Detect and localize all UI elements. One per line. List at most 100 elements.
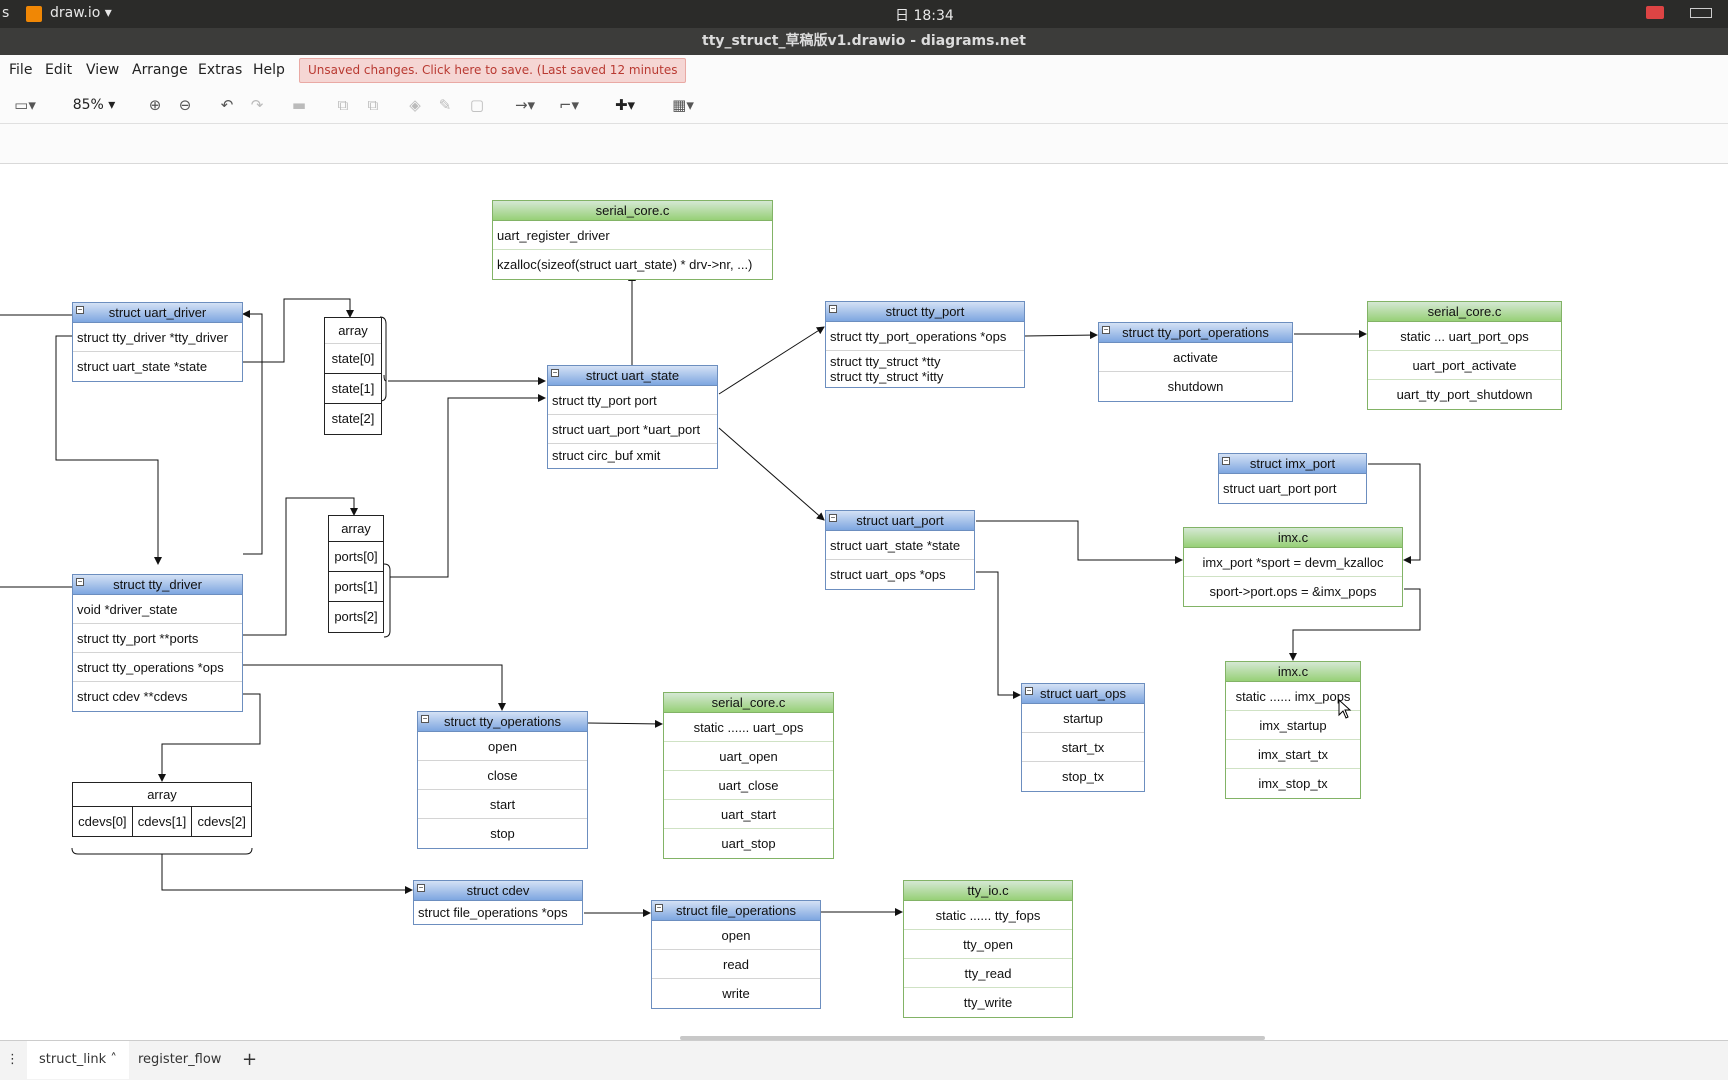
tty-operations-box[interactable]: −struct tty_operations open close start …: [417, 711, 588, 849]
collapse-icon[interactable]: −: [551, 368, 559, 377]
box-row: activate: [1099, 343, 1292, 372]
box-row: uart_register_driver: [493, 221, 772, 250]
box-title-text: struct imx_port: [1249, 456, 1336, 471]
collapse-icon[interactable]: −: [829, 304, 837, 313]
box-title: serial_core.c: [493, 201, 772, 221]
zoom-select[interactable]: 85% ▾: [64, 94, 124, 116]
menu-edit[interactable]: Edit: [45, 62, 73, 78]
box-title: imx.c: [1184, 528, 1402, 548]
box-title: array: [73, 783, 251, 807]
chevron-down-icon: ▾: [104, 5, 112, 21]
horizontal-scrollbar[interactable]: [680, 1036, 1265, 1040]
tty-driver-box[interactable]: −struct tty_driver void *driver_state st…: [72, 574, 243, 712]
box-row: struct tty_operations *ops: [73, 653, 242, 682]
cdev-box[interactable]: −struct cdev struct file_operations *ops: [413, 880, 583, 925]
shadow-icon[interactable]: ▢: [469, 96, 485, 114]
array-cell: cdevs[1]: [133, 807, 193, 836]
serial-core-uart-ops-box[interactable]: serial_core.c static ...... uart_ops uar…: [663, 692, 834, 859]
uart-driver-box[interactable]: −struct uart_driver struct tty_driver *t…: [72, 302, 243, 382]
cdevs-array-box[interactable]: array cdevs[0] cdevs[1] cdevs[2]: [72, 782, 252, 837]
box-title-text: struct file_operations: [676, 903, 796, 918]
tty-io-box[interactable]: tty_io.c static ...... tty_fops tty_open…: [903, 880, 1073, 1018]
box-row: uart_close: [664, 771, 833, 800]
collapse-icon[interactable]: −: [417, 883, 425, 892]
box-row: state[0]: [325, 344, 381, 374]
collapse-icon[interactable]: −: [76, 305, 84, 314]
redo-icon[interactable]: ↷: [250, 96, 264, 114]
array-cell: cdevs[0]: [73, 807, 133, 836]
box-row: static ...... tty_fops: [904, 901, 1072, 930]
box-row: uart_open: [664, 742, 833, 771]
box-row-line: struct tty_struct *tty: [830, 354, 941, 369]
uart-ops-box[interactable]: −struct uart_ops startup start_tx stop_t…: [1021, 683, 1145, 792]
collapse-icon[interactable]: −: [655, 903, 663, 912]
app-menu-button[interactable]: draw.io ▾: [50, 5, 112, 21]
imx-c-probe-box[interactable]: imx.c imx_port *sport = devm_kzalloc spo…: [1183, 527, 1403, 607]
box-title: serial_core.c: [664, 693, 833, 713]
collapse-icon[interactable]: −: [1222, 456, 1230, 465]
box-row: state[1]: [325, 374, 381, 404]
menu-file[interactable]: File: [9, 62, 33, 78]
menu-arrange[interactable]: Arrange: [132, 62, 188, 78]
table-icon[interactable]: ▦▾: [672, 96, 694, 114]
menu-help[interactable]: Help: [253, 62, 285, 78]
tty-port-box[interactable]: −struct tty_port struct tty_port_operati…: [825, 301, 1025, 388]
delete-icon[interactable]: ▬: [291, 96, 307, 114]
insert-icon[interactable]: ✚▾: [614, 96, 636, 114]
imx-c-pops-box[interactable]: imx.c static ...... imx_pops imx_startup…: [1225, 661, 1361, 799]
pages-menu-icon[interactable]: ⋮: [6, 1052, 19, 1067]
uart-state-box[interactable]: −struct uart_state struct tty_port port …: [547, 365, 718, 469]
file-operations-box[interactable]: −struct file_operations open read write: [651, 900, 821, 1009]
box-title-text: struct uart_driver: [108, 305, 207, 320]
line-color-icon[interactable]: ✎: [438, 96, 452, 114]
zoom-in-icon[interactable]: ⊕: [148, 96, 162, 114]
serial-core-port-box[interactable]: serial_core.c static ... uart_port_ops u…: [1367, 301, 1562, 410]
box-title: serial_core.c: [1368, 302, 1561, 322]
unsaved-changes-banner[interactable]: Unsaved changes. Click here to save. (La…: [299, 58, 686, 100]
screen-record-icon[interactable]: [1646, 6, 1664, 19]
box-row: uart_stop: [721, 836, 776, 851]
undo-icon[interactable]: ↶: [220, 96, 234, 114]
connection-style-icon[interactable]: →▾: [514, 96, 536, 114]
collapse-icon[interactable]: −: [76, 577, 84, 586]
menu-extras[interactable]: Extras: [198, 62, 243, 78]
box-row: ports[1]: [329, 572, 383, 602]
imx-port-box[interactable]: −struct imx_port struct uart_port port: [1218, 453, 1367, 504]
uart-port-box[interactable]: −struct uart_port struct uart_state *sta…: [825, 510, 975, 590]
tab-struct-link[interactable]: struct_link ˄: [27, 1041, 129, 1079]
window-title: tty_struct_草稿版v1.drawio - diagrams.net: [0, 28, 1728, 55]
collapse-icon[interactable]: −: [829, 513, 837, 522]
box-title: − struct file_operations: [652, 901, 820, 921]
box-row: struct tty_port_operations *ops: [826, 322, 1024, 351]
state-array-box[interactable]: array state[0] state[1] state[2]: [324, 317, 382, 435]
menu-view[interactable]: View: [86, 62, 120, 78]
tab-register-flow[interactable]: register_flow: [126, 1041, 233, 1079]
keyboard-icon[interactable]: [1690, 8, 1712, 18]
box-title: − struct imx_port: [1219, 454, 1366, 474]
box-row: ports[2]: [334, 609, 378, 624]
box-row: struct uart_ops *ops: [830, 567, 946, 582]
box-row: open: [652, 921, 820, 950]
box-title: −struct uart_state: [548, 366, 717, 386]
connector-layer: [0, 273, 1421, 917]
collapse-icon[interactable]: −: [1102, 325, 1110, 334]
diagram-canvas[interactable]: serial_core.c uart_register_driver kzall…: [0, 164, 1728, 1040]
serial-core-register-box[interactable]: serial_core.c uart_register_driver kzall…: [492, 200, 773, 280]
ports-array-box[interactable]: array ports[0] ports[1] ports[2]: [328, 515, 384, 633]
box-row: stop: [490, 826, 515, 841]
box-title: −struct uart_ops: [1022, 684, 1144, 704]
collapse-icon[interactable]: −: [421, 714, 429, 723]
box-row: tty_read: [904, 959, 1072, 988]
tty-port-operations-box[interactable]: −struct tty_port_operations activate shu…: [1098, 322, 1293, 402]
panel-toggle-icon[interactable]: ▭▾: [14, 96, 36, 114]
waypoints-icon[interactable]: ⌐▾: [558, 96, 580, 114]
to-back-icon[interactable]: ⧉: [367, 96, 379, 114]
zoom-out-icon[interactable]: ⊖: [178, 96, 192, 114]
box-row: open: [418, 732, 587, 761]
add-page-icon[interactable]: +: [242, 1049, 258, 1070]
box-row: struct tty_struct *tty struct tty_struct…: [826, 351, 1024, 387]
zoom-value: 85%: [72, 97, 104, 113]
to-front-icon[interactable]: ⧉: [337, 96, 349, 114]
collapse-icon[interactable]: −: [1025, 686, 1033, 695]
fill-color-icon[interactable]: ◈: [409, 96, 421, 114]
